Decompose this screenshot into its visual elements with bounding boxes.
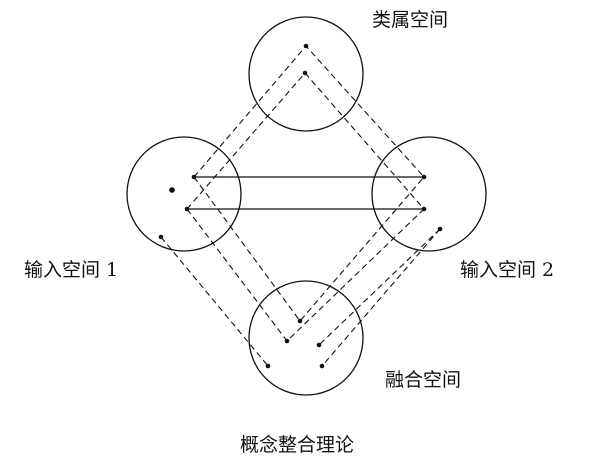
- input-space-1-label: 输入空间 1: [24, 259, 119, 281]
- blend-element-dot-1: [297, 318, 303, 324]
- input1-element-dot-3: [184, 206, 190, 212]
- generic-space-circle: [248, 16, 364, 132]
- input-space-2-label: 输入空间 2: [460, 259, 555, 281]
- blend-element-dot-4: [265, 363, 271, 369]
- generic-space-label: 类属空间: [372, 9, 449, 31]
- blend-element-dot-2: [284, 338, 290, 344]
- input1-to-blend-projection: [160, 236, 269, 367]
- input2-to-blend-projection-2: [321, 228, 441, 367]
- blend-element-dot-5: [319, 363, 325, 369]
- input2-element-dot-1: [421, 174, 427, 180]
- input2-element-dot-2: [421, 206, 427, 212]
- input1-element-dot-1: [191, 174, 197, 180]
- generic-element-dot-2: [302, 70, 308, 76]
- generic-element-dot-1: [303, 43, 309, 49]
- input1-element-dot-2: [169, 187, 175, 193]
- input1-element-dot-4: [158, 234, 164, 240]
- input2-to-blend-projection: [318, 228, 441, 346]
- blend-space-label: 融合空间: [385, 369, 462, 391]
- input2-element-dot-3: [437, 226, 443, 232]
- blend-projection-lower: [186, 208, 425, 342]
- blend-element-dot-3: [316, 342, 322, 348]
- diagram-title: 概念整合理论: [240, 434, 355, 456]
- blend-space-circle: [248, 280, 364, 396]
- generic-projection-inner: [186, 72, 425, 210]
- input-space-1-circle: [126, 136, 242, 252]
- input-space-2-circle: [371, 136, 487, 252]
- blend-projection-upper: [193, 176, 425, 322]
